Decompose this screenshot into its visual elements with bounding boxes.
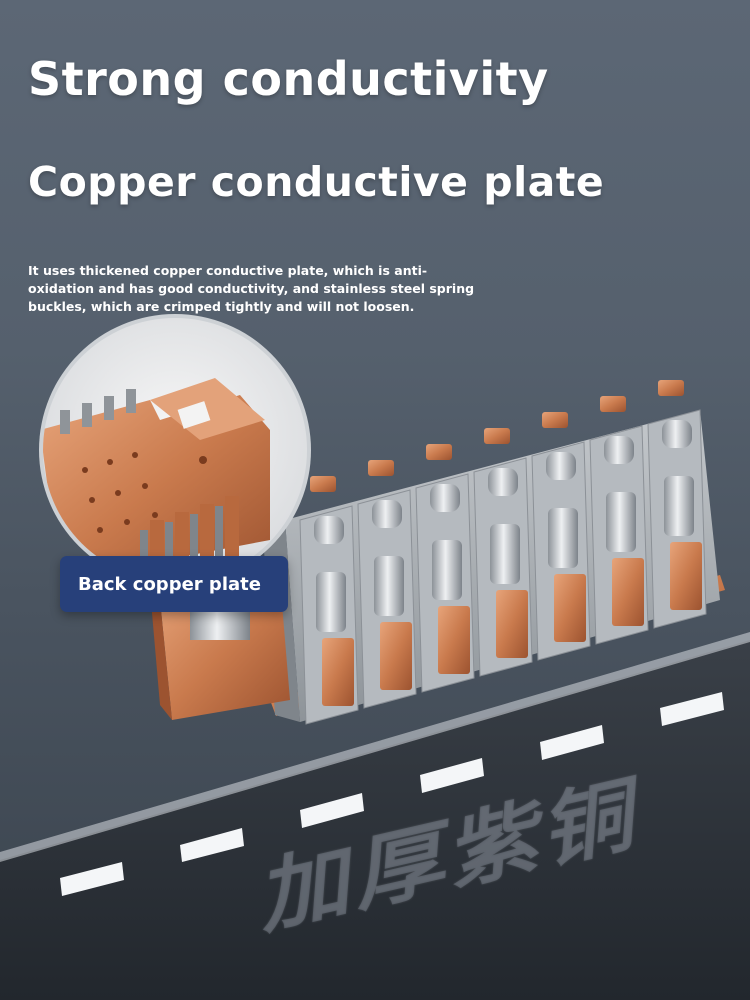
headline-primary: Strong conductivity	[28, 52, 549, 106]
terminal-unit	[589, 396, 649, 645]
lane-markings	[60, 692, 724, 896]
callout-label: Back copper plate	[78, 573, 261, 595]
end-block	[150, 580, 290, 720]
terminal-unit	[473, 428, 533, 677]
terminal-unit	[357, 460, 417, 709]
terminal-unit	[531, 412, 591, 661]
road-edge	[0, 632, 750, 862]
terminal-units	[299, 380, 707, 725]
headline-secondary: Copper conductive plate	[28, 158, 605, 206]
terminal-unit	[299, 476, 359, 725]
back-copper-plate-callout: Back copper plate	[60, 556, 288, 612]
terminal-unit	[415, 444, 475, 693]
magnifier-circle	[39, 314, 311, 586]
product-description: It uses thickened copper conductive plat…	[28, 263, 475, 314]
terminal-unit	[647, 380, 707, 629]
road-surface	[0, 640, 750, 1000]
